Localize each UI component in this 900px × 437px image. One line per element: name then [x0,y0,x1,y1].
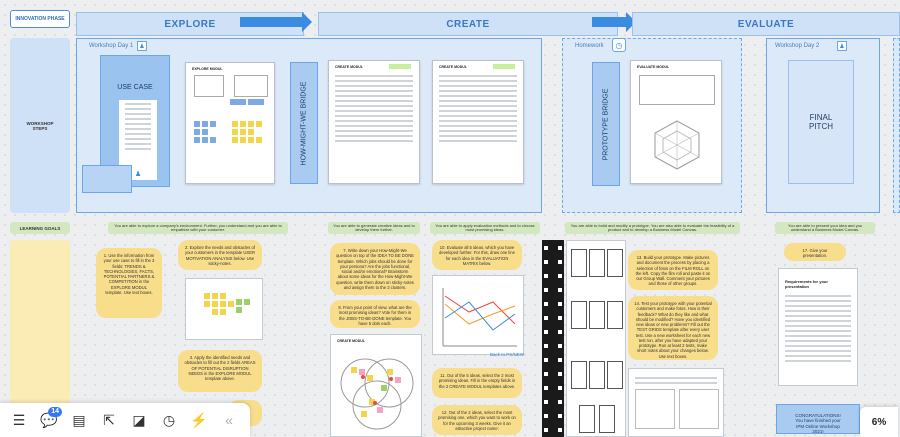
learning-goal-prototype: You are able to build and modify a proto… [565,222,740,234]
phase-arrow [240,12,312,32]
blue-stickies [194,121,224,153]
collapse-icon: « [225,412,233,428]
person-icon: ♟ [137,41,147,51]
bottom-toolbar: ☰ 💬14 ▤ ⇱ ◪ ◷ ⚡ « [0,403,250,437]
use-case-title: USE CASE [117,84,153,91]
radar-chart-icon [654,120,700,170]
activity-note-11[interactable]: 11. Out of the 5 ideas, select the 2 mos… [432,368,522,398]
chat-count-badge: 14 [48,407,62,417]
activity-note-10[interactable]: 10. Evaluate all 5 ideas, which you have… [432,240,522,270]
evaluate-module-template[interactable]: EVALUATE MODUL [630,60,722,184]
bridge-label: HOW-MIGHT-WE BRIDGE [300,81,308,165]
frames-button[interactable]: ▤ [66,407,92,433]
how-might-we-bridge[interactable]: HOW-MIGHT-WE BRIDGE [290,62,318,184]
share-screen-icon: ⇱ [103,411,115,428]
activity-icon: ⚡ [190,411,208,428]
timer-button[interactable]: ◷ [156,407,182,433]
activity-note-14[interactable]: 14. Test your prototype with your potent… [628,296,718,360]
learning-goals-row: LEARNING GOALS [10,222,70,234]
activity-note-1[interactable]: 1. Use the information from your use cas… [96,248,162,318]
person-icon: ♟ [837,41,847,51]
share-screen-button[interactable]: ⇱ [96,407,122,433]
learning-goal-pitch: You are able to present your idea and yo… [775,222,875,234]
phase-create: CREATE [318,12,618,36]
congratulations-banner: CONGRATULATIONS! You have finished your … [776,404,860,434]
frame-title: Homework [575,43,604,49]
yellow-stickies [232,121,268,153]
activity-note-7[interactable]: 7. Write down your How-Might-We question… [330,243,420,295]
prototype-photos[interactable] [566,240,626,437]
collapse-button[interactable]: « [216,407,242,433]
frames-icon: ▤ [72,411,86,428]
presentation-requirements-card[interactable]: Requirements for your presentation [778,268,858,386]
user-motivation-template[interactable] [185,278,263,340]
use-case-thumbnail[interactable] [82,165,132,193]
frame-next[interactable] [893,38,900,213]
activity-note-8[interactable]: 8. From your point of view, what are the… [330,300,420,328]
innovation-phase-label: INNOVATION PHASE [10,10,70,28]
learning-goal-evaluate: You are able to apply evaluation methods… [430,222,540,234]
final-pitch-card[interactable]: FINAL PITCH [788,60,854,184]
create-module-template-1[interactable]: CREATE MODUL [328,60,420,184]
explore-module-template[interactable]: EXPLORE MODUL [185,62,275,184]
comments-button[interactable]: ☰ [6,407,32,433]
bridge-label: PROTOTYPE BRIDGE [602,88,610,160]
learning-goals-label: LEARNING GOALS [19,225,61,231]
film-roll[interactable] [542,240,564,437]
back-to-link[interactable]: Back to PS/NEW [489,352,524,357]
activity-note-13[interactable]: 13. Build your prototype. Make pictures … [628,250,718,290]
chat-button[interactable]: 💬14 [36,407,62,433]
sticky-note-icon: ◪ [132,411,146,428]
activity-button[interactable]: ⚡ [186,407,212,433]
timer-icon: ◷ [162,411,176,428]
phase-evaluate: EVALUATE [632,12,900,36]
activity-note-3[interactable]: 3. Apply the identified needs and obstac… [178,350,262,392]
sticky-note-button[interactable]: ◪ [126,407,152,433]
final-pitch-label: FINAL PITCH [809,113,833,131]
phase-arrow [592,12,636,32]
prototype-bridge[interactable]: PROTOTYPE BRIDGE [592,62,620,186]
workshop-steps-label: WORKSHOP STEPS [26,120,54,131]
learning-goal-create: You are able to generate creative ideas … [328,222,420,234]
template-title: EXPLORE MODUL [192,67,223,71]
evaluation-matrix-template[interactable] [432,275,524,355]
venn-diagram [340,358,414,430]
activity-note-12[interactable]: 12. Out of the 2 ideas, select the most … [432,405,522,435]
clock-icon: ◷ [612,38,626,52]
workshop-steps-row: WORKSHOP STEPS [10,38,70,213]
template-title: EVALUATE MODUL [637,65,670,69]
frame-title: Workshop Day 1 [89,43,134,49]
requirements-title: Requirements for your presentation [785,279,828,289]
jobs-to-be-done-template[interactable]: CREATE MODUL [330,334,422,437]
template-title: CREATE MODUL [335,65,363,69]
test-grid-template[interactable] [628,368,724,437]
zoom-level[interactable]: 6% [860,407,898,437]
template-title: CREATE MODUL [439,65,467,69]
frame-title: Workshop Day 2 [775,43,820,49]
learning-goal-explore: You are able to explore a company's envi… [108,222,288,234]
activity-note-17[interactable]: 17. Give your presentation. [784,243,846,261]
activity-note-2[interactable]: 2. Explore the needs and obstacles of yo… [178,240,262,270]
comments-icon: ☰ [12,411,26,428]
create-module-template-2[interactable]: CREATE MODUL [432,60,524,184]
template-title: CREATE MODUL [337,339,365,343]
person-icon: ♟ [135,171,142,178]
